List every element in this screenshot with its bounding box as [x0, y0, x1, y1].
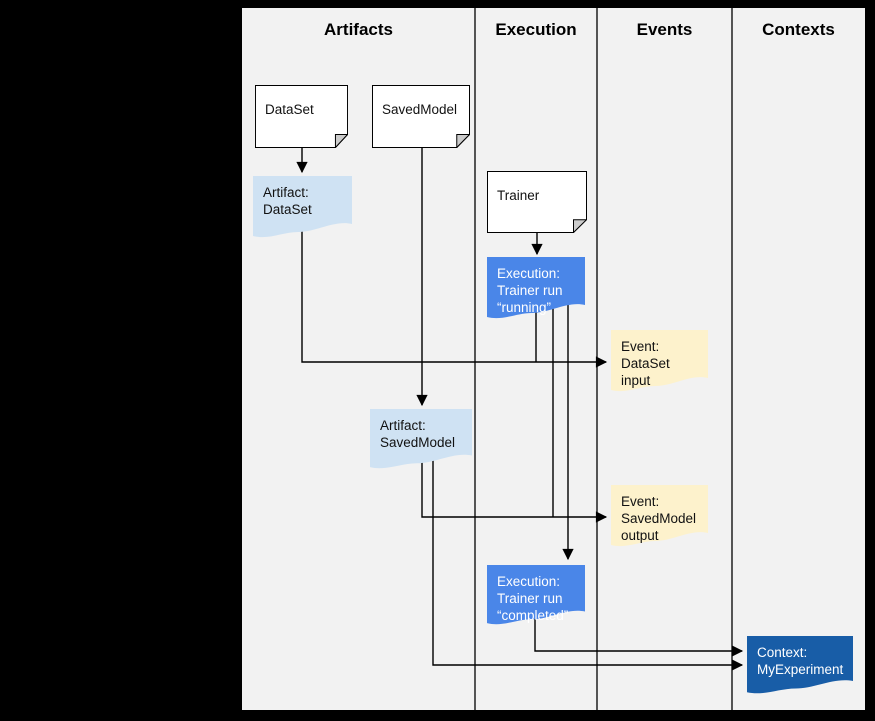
node-label: Event: SavedModel output [621, 494, 697, 543]
node-label: Artifact: SavedModel [380, 418, 456, 450]
folded-corner-icon [574, 220, 587, 233]
arrow-execution-completed-to-context [534, 616, 744, 657]
node-event-dataset-input: Event: DataSet input [611, 330, 708, 394]
column-header-events: Events [636, 20, 693, 39]
flag-shape [370, 409, 472, 469]
node-label: Artifact: DataSet [263, 185, 312, 217]
document-shape [372, 85, 470, 148]
flag-shape [487, 257, 585, 319]
flag-shape [611, 330, 708, 392]
node-label: Execution: Trainer run “running” [497, 266, 563, 315]
arrow-artifact-savedmodel-to-context [432, 458, 744, 671]
node-label: Context: MyExperiment [757, 645, 844, 677]
node-label: Trainer [497, 187, 540, 203]
folded-corner-icon [335, 135, 347, 148]
node-artifact-dataset: Artifact: DataSet [253, 176, 352, 240]
node-savedmodel: SavedModel [372, 85, 470, 148]
connectors-layer [296, 8, 744, 710]
column-header-execution: Execution [495, 20, 577, 39]
folded-corner-icon [457, 135, 470, 148]
arrow-artifact-dataset-to-event-dataset-input [301, 228, 608, 368]
flag-shape [487, 565, 585, 625]
flag-shape [747, 636, 853, 694]
node-event-savedmodel-output: Event: SavedModel output [611, 485, 708, 549]
node-trainer: Trainer [487, 171, 587, 233]
node-execution-running: Execution: Trainer run “running” [487, 257, 585, 321]
node-label: SavedModel [382, 102, 458, 118]
node-label: Event: DataSet input [621, 339, 670, 388]
document-shape [487, 171, 587, 233]
node-artifact-savedmodel: Artifact: SavedModel [370, 409, 472, 471]
column-header-contexts: Contexts [762, 20, 835, 39]
node-execution-completed: Execution: Trainer run “completed” [487, 565, 585, 627]
flag-shape [611, 485, 708, 547]
node-label: DataSet [265, 102, 314, 118]
column-header-artifacts: Artifacts [324, 20, 393, 39]
node-context-myexperiment: Context: MyExperiment [747, 636, 853, 696]
flag-shape [253, 176, 352, 238]
document-shape [255, 85, 348, 148]
diagram-panel: Artifacts Execution Events Contexts Data… [242, 8, 865, 710]
node-dataset: DataSet [255, 85, 348, 148]
node-label: Execution: Trainer run “completed” [497, 574, 569, 623]
arrow-artifact-savedmodel-to-event-savedmodel-output [421, 458, 608, 523]
